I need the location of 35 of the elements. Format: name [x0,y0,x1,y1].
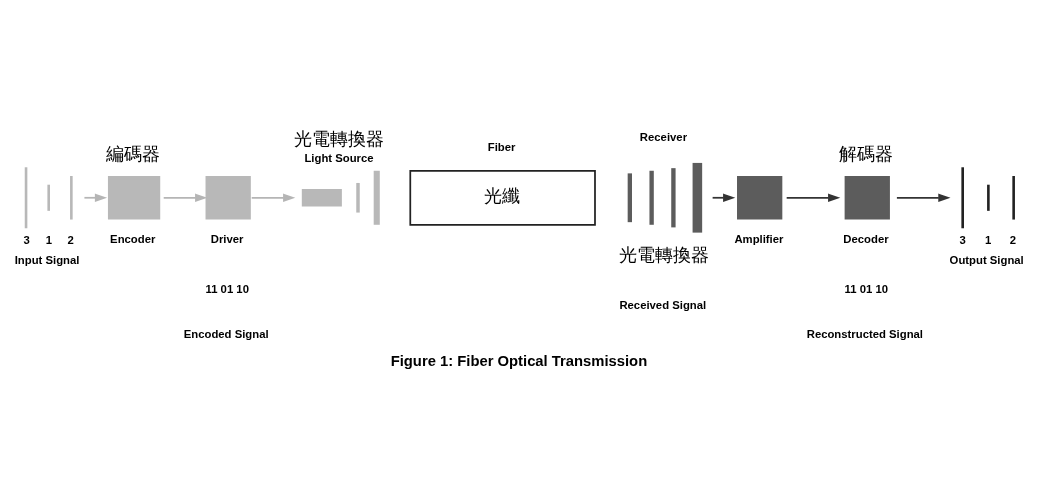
node-label: 2 [67,233,74,246]
node-box [737,175,783,220]
node-label: Output Signal [949,253,1024,266]
node-label: Decoder [843,232,889,245]
arrow [711,193,736,202]
node-label: 光電轉換器 [294,127,385,149]
node-label: 1 [984,233,992,246]
arrow [162,193,208,202]
node-label: 1 [45,233,52,246]
node-label: 3 [959,233,966,246]
node-label: Encoder [110,232,156,245]
node-label: Light Source [304,151,374,164]
node-box-text [107,175,161,220]
node-label: Input Signal [14,253,80,266]
node-label: Receiver [639,130,688,143]
label: 11 01 10 [844,282,889,295]
node-label: Fiber [487,140,516,153]
node-label: Amplifier [734,232,784,245]
label: Encoded Signal [183,327,269,340]
node-label: 2 [1009,233,1017,246]
node-label: 光電轉換器 [618,243,709,265]
label: Received Signal [619,298,707,311]
node-label: 3 [23,233,30,246]
node-label: 編碼器 [106,142,161,164]
arrow [785,193,841,202]
label: Reconstructed Signal [806,327,924,340]
arrow [896,193,951,202]
node-box [205,175,251,220]
node-label: 解碼器 [839,142,894,164]
arrow [250,193,296,202]
caption: Figure 1: Fiber Optical Transmission [390,352,648,369]
arrow [83,193,108,202]
label: 11 01 10 [205,282,249,295]
node-box-text [844,175,890,220]
node-label: Driver [210,232,244,245]
